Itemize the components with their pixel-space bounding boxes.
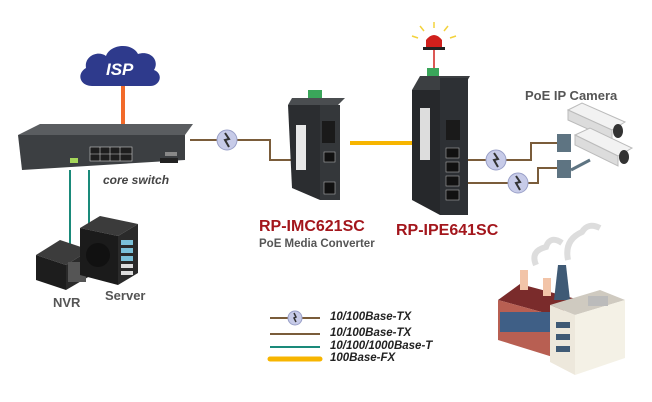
poe-badge-icon: [485, 149, 507, 171]
core-switch-label: core switch: [103, 173, 170, 187]
ip-camera-icon: [557, 127, 634, 178]
camera-label: PoE IP Camera: [525, 88, 618, 103]
alarm-light-icon: [411, 22, 457, 68]
isp-cloud-icon: [80, 45, 160, 86]
ip-camera-icon: [557, 102, 627, 152]
media-converter-icon: [288, 90, 345, 200]
poe-badge-icon: [507, 172, 529, 194]
legend-label-gigabit: 10/100/1000Base-T: [330, 340, 433, 352]
copper-link-camera-2: [452, 167, 560, 184]
server-icon: [80, 216, 138, 285]
media-converter-description: PoE Media Converter: [259, 238, 375, 250]
legend-label-copper: 10/100Base-TX: [330, 327, 412, 339]
server-label: Server: [105, 288, 146, 303]
factory-icon: [498, 222, 625, 375]
nvr-icon: [36, 240, 90, 290]
core-switch-icon: [18, 124, 193, 170]
isp-label: ISP: [106, 60, 134, 79]
legend-label-poe: 10/100Base-TX: [330, 311, 412, 323]
nvr-label: NVR: [53, 295, 81, 310]
poe-badge-icon: [216, 129, 238, 151]
poe-switch-model: RP-IPE641SC: [396, 222, 499, 239]
legend-label-fiber: 100Base-FX: [330, 352, 396, 364]
poe-switch-icon: [412, 68, 470, 215]
copper-link-switch-converter: [190, 139, 295, 161]
media-converter-model: RP-IMC621SC: [259, 218, 365, 235]
